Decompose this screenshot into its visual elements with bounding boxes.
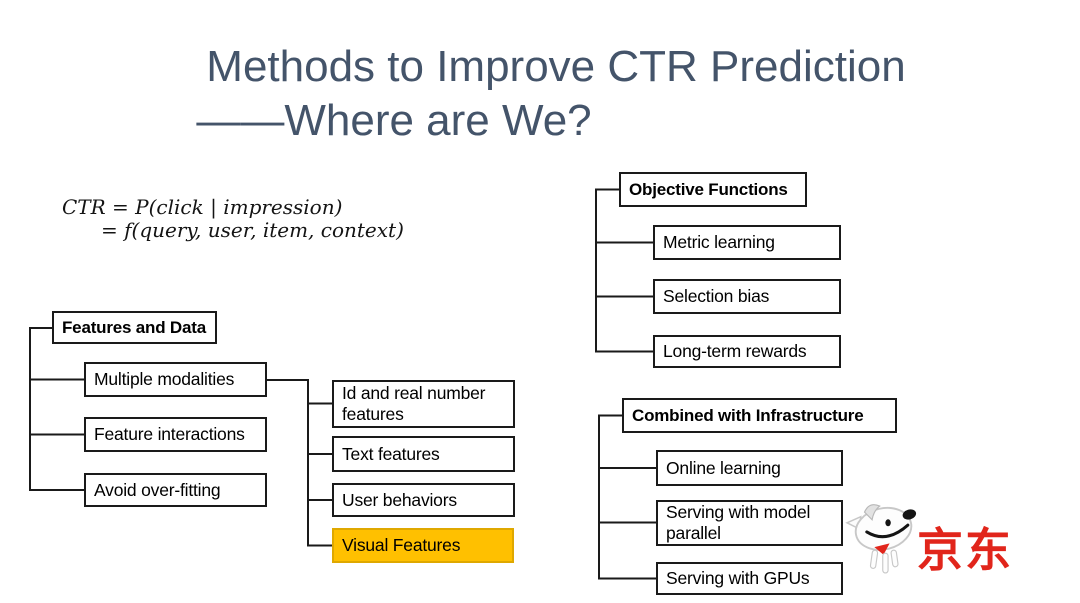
ctr-formula: CTR = P(click | impression) = f(query, u… bbox=[62, 196, 404, 242]
node-feature-interactions: Feature interactions bbox=[84, 417, 267, 452]
node-serving-with-model-parallel: Serving with model parallel bbox=[656, 500, 843, 546]
node-metric-learning: Metric learning bbox=[653, 225, 841, 260]
jd-logo: 京东 bbox=[843, 496, 1023, 576]
jd-brand-text: 京东 bbox=[917, 524, 1013, 576]
node-multiple-modalities: Multiple modalities bbox=[84, 362, 267, 397]
ctr-formula-line1: CTR = P(click | impression) bbox=[62, 195, 343, 219]
node-avoid-over-fitting: Avoid over-fitting bbox=[84, 473, 267, 507]
node-online-learning: Online learning bbox=[656, 450, 843, 486]
node-features-and-data: Features and Data bbox=[52, 311, 217, 344]
node-id-and-real-number-features: Id and real number features bbox=[332, 380, 515, 428]
node-long-term-rewards: Long-term rewards bbox=[653, 335, 841, 368]
slide-title-line2: ——Where are We? bbox=[196, 96, 592, 145]
ctr-formula-line2: = f(query, user, item, context) bbox=[101, 218, 404, 242]
node-visual-features-highlighted: Visual Features bbox=[332, 528, 514, 563]
slide-title-line1: Methods to Improve CTR Prediction bbox=[206, 42, 906, 91]
node-text-features: Text features bbox=[332, 436, 515, 472]
jd-joy-dog-mascot-icon bbox=[845, 504, 917, 574]
node-objective-functions: Objective Functions bbox=[619, 172, 807, 207]
node-serving-with-gpus: Serving with GPUs bbox=[656, 562, 843, 595]
node-combined-with-infrastructure: Combined with Infrastructure bbox=[622, 398, 897, 433]
node-user-behaviors: User behaviors bbox=[332, 483, 515, 517]
node-selection-bias: Selection bias bbox=[653, 279, 841, 314]
